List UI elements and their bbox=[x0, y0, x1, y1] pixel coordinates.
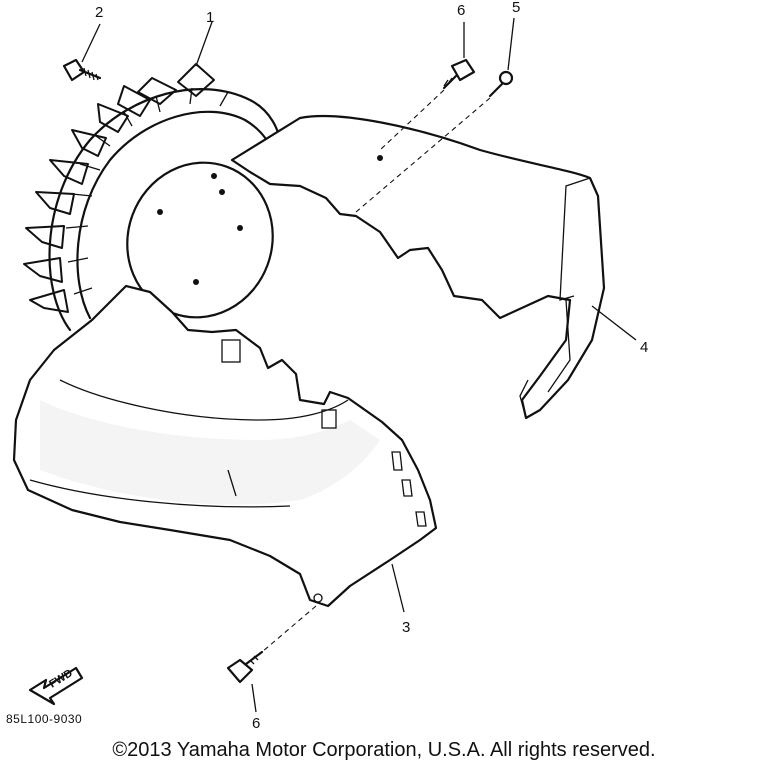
forward-arrow-icon: FWD bbox=[28, 666, 84, 706]
diagram-code: 85L100-9030 bbox=[6, 712, 83, 726]
callout-6-lower: 6 bbox=[252, 715, 261, 732]
callout-6-upper: 6 bbox=[457, 2, 466, 19]
leader-lines bbox=[81, 17, 637, 713]
bolt-2 bbox=[62, 58, 102, 82]
callout-1: 1 bbox=[206, 9, 215, 26]
copyright-notice: ©2013 Yamaha Motor Corporation, U.S.A. A… bbox=[112, 739, 656, 761]
bolt-6-upper bbox=[442, 58, 476, 90]
bolt-6-lower bbox=[226, 650, 264, 684]
upper-shroud bbox=[230, 114, 606, 420]
callout-4: 4 bbox=[640, 339, 649, 356]
lower-shroud bbox=[12, 284, 438, 608]
cooling-fan bbox=[23, 63, 284, 332]
callout-3: 3 bbox=[402, 619, 411, 636]
callout-5: 5 bbox=[512, 0, 521, 16]
screw-5 bbox=[488, 70, 514, 98]
callout-2: 2 bbox=[95, 4, 104, 21]
